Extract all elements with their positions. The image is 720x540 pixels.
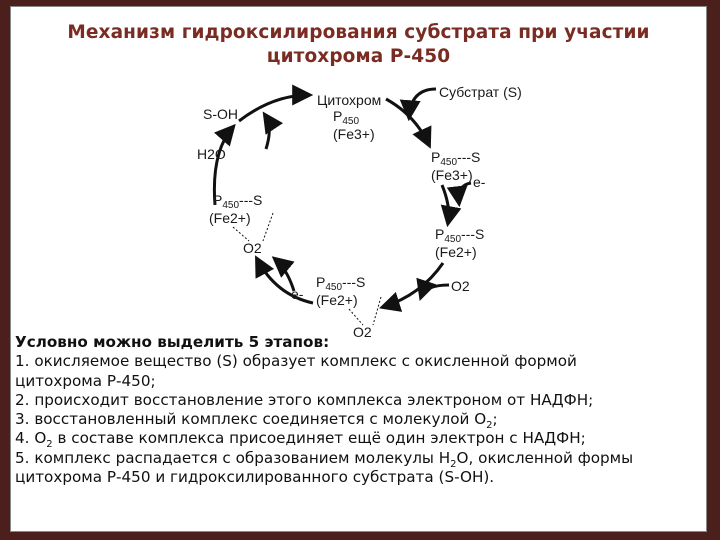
- slide: Механизм гидроксилирования субстрата при…: [10, 6, 707, 532]
- steps-text: Условно можно выделить 5 этапов: 1. окис…: [15, 333, 705, 487]
- arrow-substrate-in: [399, 87, 437, 122]
- arrow-electron-1-in: [446, 181, 472, 208]
- slide-title: Механизм гидроксилирования субстрата при…: [11, 21, 706, 69]
- arrow-oxygen-in: [416, 277, 450, 301]
- complex-5-bond-o2: [232, 226, 250, 242]
- top-complex-p: P450: [333, 108, 359, 127]
- cycle-arrow-right-upper: [385, 97, 432, 149]
- label-product: S-OH: [203, 106, 238, 122]
- label-electron-1: e-: [473, 174, 486, 190]
- steps-heading: Условно можно выделить 5 этапов:: [15, 333, 330, 351]
- p450-cycle-diagram: Цитохром P450 (Fe3+) Субстрат (S) P450--…: [197, 84, 522, 337]
- complex-3-fe2: (Fe2+): [435, 244, 477, 260]
- step-3: 3. восстановленный комплекс соединяется …: [15, 410, 498, 432]
- complex-5-fe2: (Fe2+): [209, 210, 251, 226]
- complex-2-p: P450---S: [431, 149, 480, 168]
- complex-5-bond-s: [262, 212, 274, 242]
- label-cytochrome: Цитохром: [317, 92, 381, 108]
- step-1-line-1: 1. окисляемое вещество (S) образует комп…: [15, 352, 577, 371]
- title-line-2: цитохрома Р-450: [266, 46, 451, 67]
- title-line-1: Механизм гидроксилирования субстрата при…: [67, 22, 650, 43]
- complex-4-bond-o2: [348, 308, 364, 326]
- complex-4-o2: O2: [353, 324, 372, 337]
- cycle-arrow-right-lower: [378, 262, 445, 312]
- arrow-product-out: [262, 111, 284, 150]
- step-2: 2. происходит восстановление этого компл…: [15, 390, 594, 409]
- label-electron-2: e-: [291, 286, 304, 302]
- complex-4-p: P450---S: [316, 274, 365, 293]
- step-5-line-1: 5. комплекс распадается с образованием м…: [15, 448, 634, 470]
- step-4: 4. О2 в составе комплекса присоединяет е…: [15, 429, 586, 451]
- cycle-arrow-left: [212, 123, 236, 206]
- cycle-arrow-bottom-left: [255, 255, 314, 305]
- cycle-arrow-right-middle: [440, 184, 462, 228]
- complex-3-p: P450---S: [435, 226, 484, 245]
- complex-4-bond-s: [372, 296, 382, 326]
- arrow-electron-2-in: [271, 256, 296, 292]
- cycle-arrow-top-left: [238, 84, 314, 123]
- complex-5-p: P450---S: [213, 192, 262, 211]
- label-water: H2O: [197, 146, 226, 162]
- step-5-line-2: цитохрома Р-450 и гидроксилированного су…: [15, 468, 495, 487]
- label-substrate: Субстрат (S): [439, 84, 522, 100]
- complex-2-fe3: (Fe3+): [431, 167, 473, 183]
- step-1-line-2: цитохрома Р-450;: [15, 371, 156, 390]
- top-complex-fe3: (Fe3+): [333, 126, 375, 142]
- label-oxygen-in: O2: [451, 278, 470, 294]
- complex-4-fe2: (Fe2+): [316, 292, 358, 308]
- complex-5-o2: O2: [243, 240, 262, 256]
